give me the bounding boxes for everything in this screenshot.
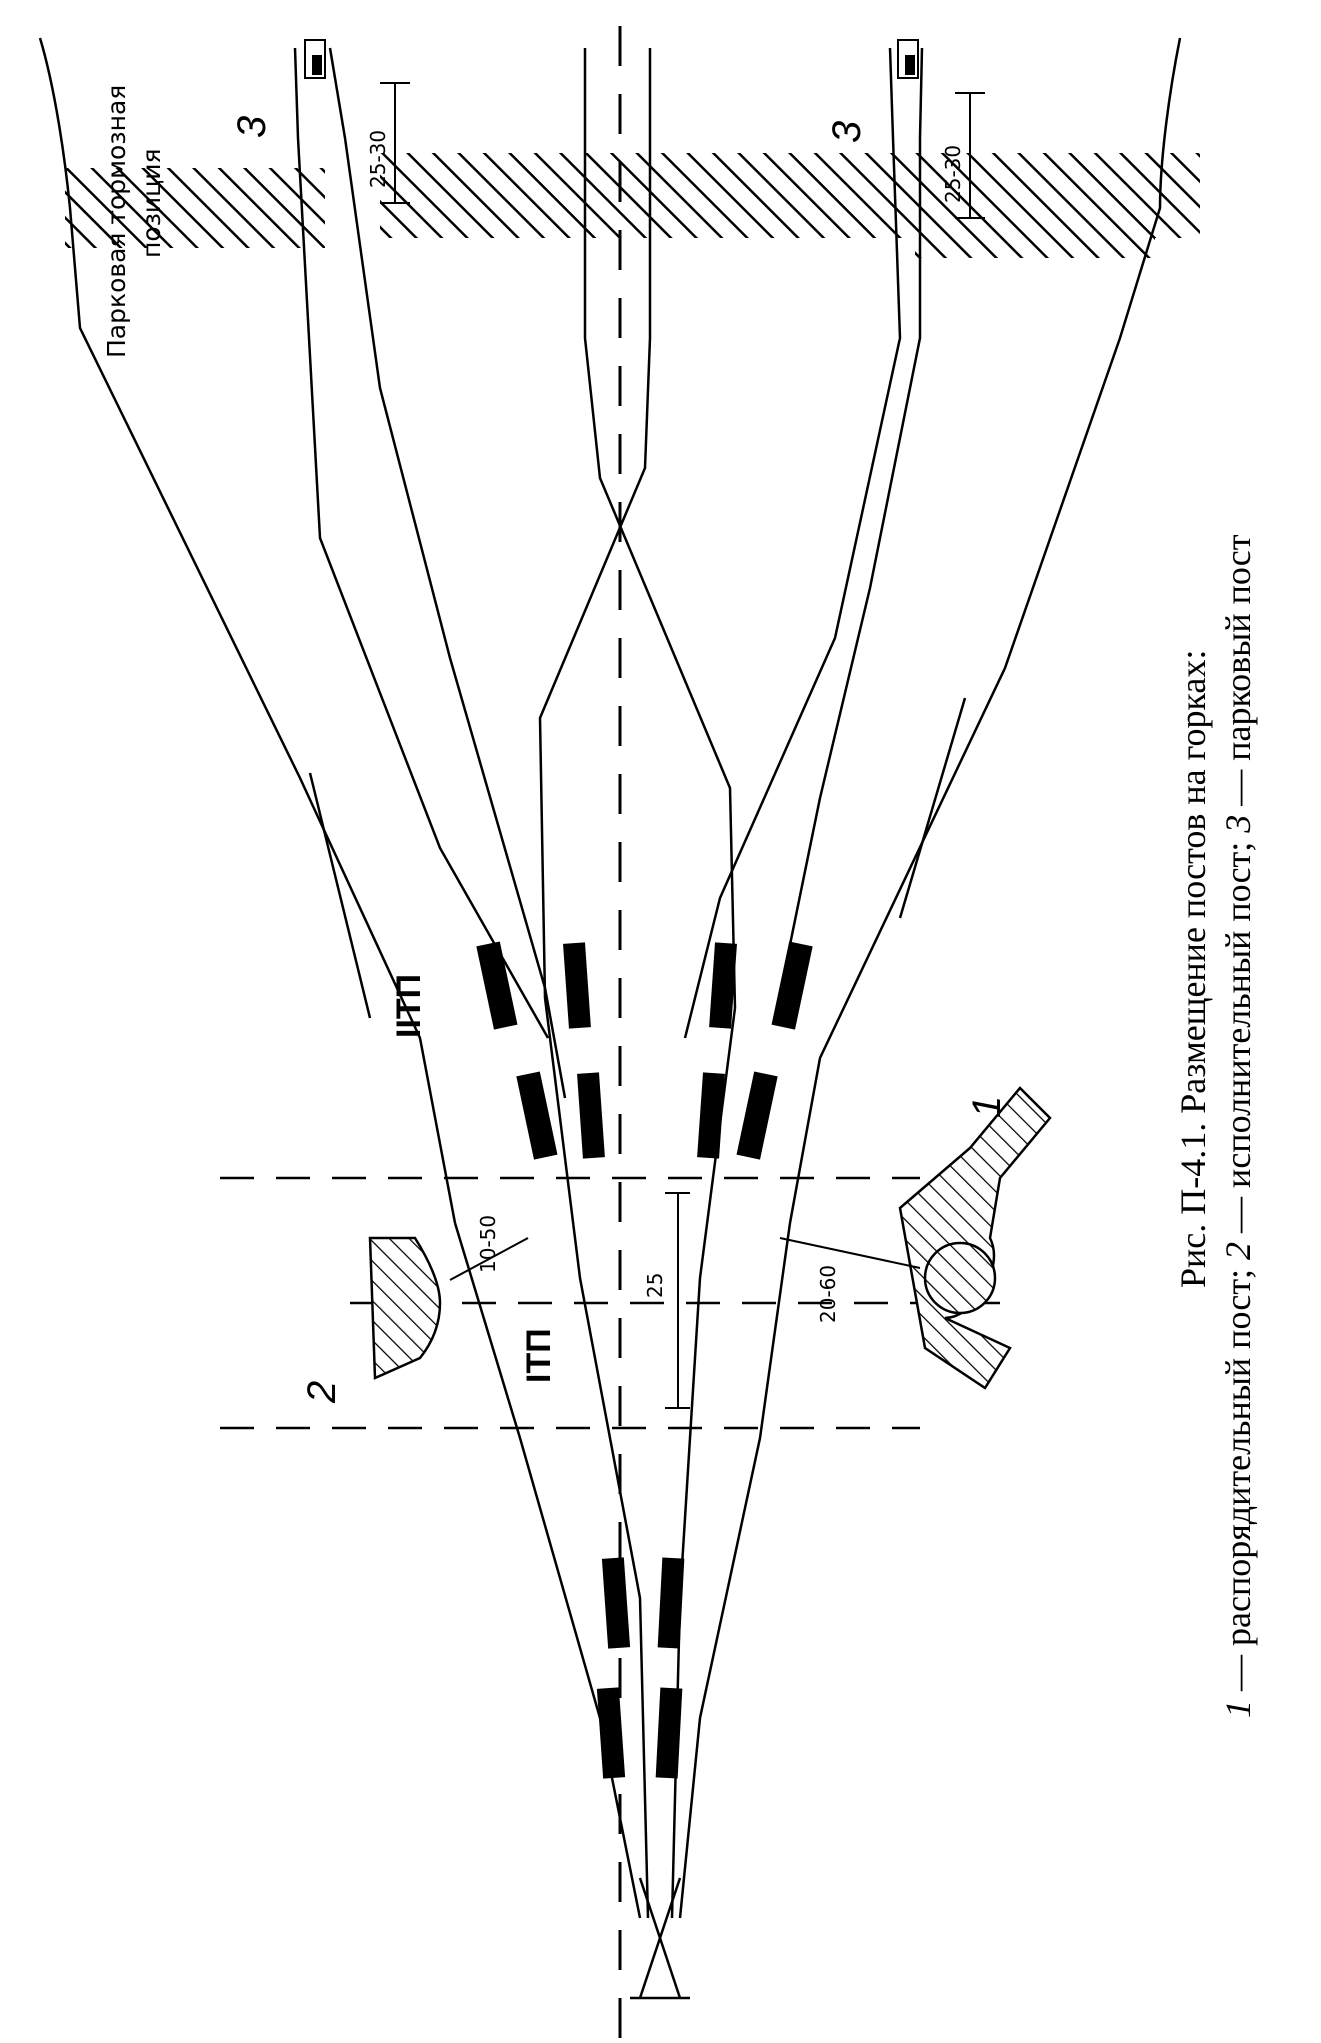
legend-2-text: — исполнительный пост; — [1218, 833, 1258, 1242]
legend-1-num: 1 — [1218, 1700, 1258, 1718]
figure-title: Рис. П-4.1. Размещение постов на горках: — [1173, 650, 1213, 1288]
dim-park-left: 25-30 — [366, 130, 390, 188]
legend-1-text: — распорядительный пост; — [1218, 1260, 1258, 1700]
track-outlines — [38, 37, 1182, 2000]
drawing: ITП IIТП Парковая тормозная позиция 10-5… — [38, 0, 1258, 2038]
post-3-left-number: 3 — [230, 116, 274, 138]
legend-3-num: 3 — [1218, 815, 1258, 834]
dim-post2-clearance: 10-50 — [476, 1215, 500, 1273]
park-brake-label-line2: позиция — [137, 149, 166, 259]
post-3-right-number: 3 — [825, 121, 869, 143]
post-2-number: 2 — [300, 1381, 344, 1404]
legend-2-num: 2 — [1218, 1242, 1258, 1260]
legend-3-text: — парковый пост — [1218, 534, 1258, 814]
reference-lines — [220, 1176, 1010, 1430]
dim-post1-clearance: 20-60 — [816, 1265, 840, 1323]
park-brake-zone — [65, 153, 1200, 258]
figure-legend: 1 — распорядительный пост; 2 — исполните… — [1218, 534, 1258, 1718]
post-2 — [368, 1236, 529, 1380]
dim-park-right: 25-30 — [941, 145, 965, 203]
dim-gap-25: 25 — [643, 1273, 667, 1298]
post-1-number: 1 — [965, 1096, 1009, 1118]
retarders — [476, 941, 813, 1779]
post-1 — [779, 1086, 1052, 1390]
park-brake-label-line1: Парковая тормозная — [102, 85, 131, 358]
zone-1-label: ITП — [520, 1328, 558, 1383]
park-post-3-left — [304, 39, 410, 204]
park-post-3-right — [897, 39, 985, 219]
zone-2-label: IIТП — [390, 974, 428, 1038]
